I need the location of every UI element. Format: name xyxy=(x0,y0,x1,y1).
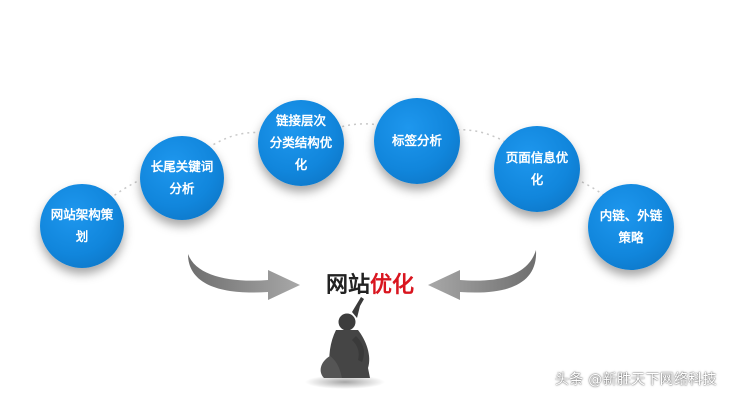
node-long-tail-keywords: 长尾关键词 分析 xyxy=(140,136,224,220)
node-page-info: 页面信息优化 xyxy=(494,126,580,212)
left-arrow xyxy=(188,254,300,300)
node-tag-analysis: 标签分析 xyxy=(374,98,460,184)
right-arrow xyxy=(428,250,537,300)
node-website-architecture: 网站架构策划 xyxy=(40,184,124,268)
node-label: 链接层次 分类结构优化 xyxy=(269,113,333,172)
center-title: 网站优化 xyxy=(310,266,430,306)
node-link-hierarchy: 链接层次 分类结构优化 xyxy=(258,100,344,186)
center-title-part1: 网站 xyxy=(325,273,370,298)
node-link-strategy: 内链、外链 策略 xyxy=(588,184,674,270)
node-label: 页面信息优化 xyxy=(505,150,569,187)
node-label: 标签分析 xyxy=(391,133,442,148)
node-label: 内链、外链 策略 xyxy=(599,208,663,245)
node-label: 长尾关键词 分析 xyxy=(150,159,214,196)
seated-person-silhouette xyxy=(305,297,385,389)
watermark: 头条 @新胜天下网络科技 xyxy=(554,372,717,388)
center-title-part2: 优化 xyxy=(370,273,415,298)
node-label: 网站架构策划 xyxy=(50,207,114,244)
